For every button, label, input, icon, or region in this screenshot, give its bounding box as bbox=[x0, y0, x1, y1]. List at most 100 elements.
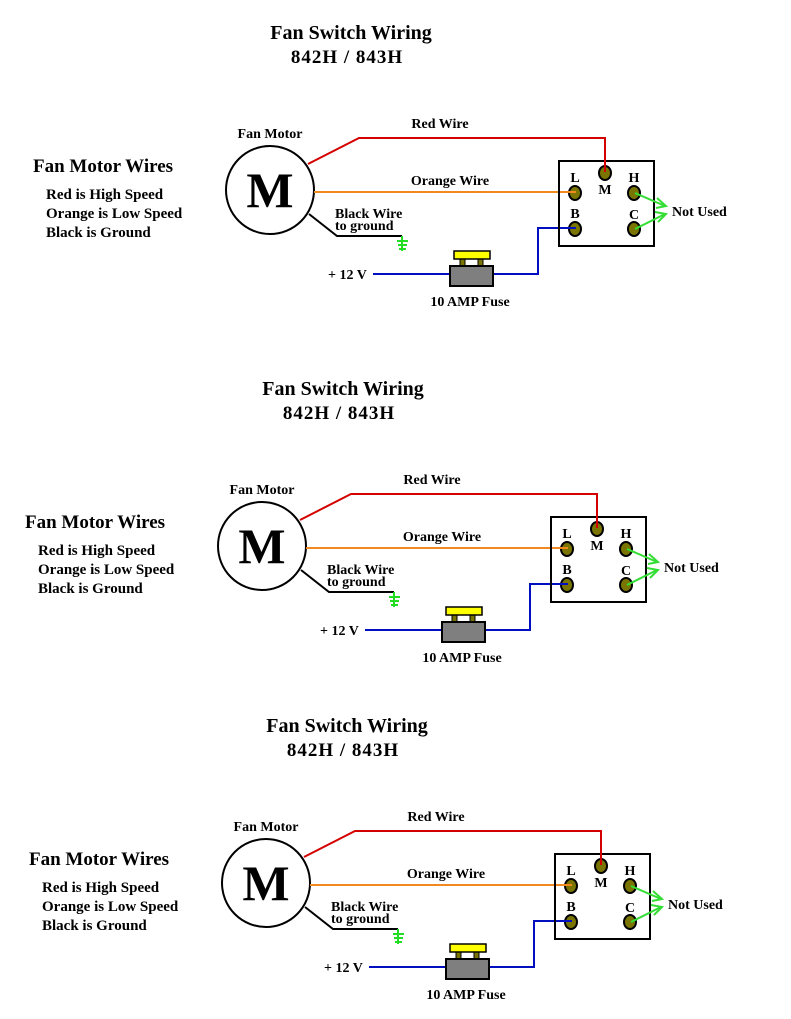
terminal-h bbox=[627, 185, 641, 201]
not-used-label: Not Used bbox=[668, 898, 723, 913]
fan-motor-label: Fan Motor bbox=[230, 483, 295, 498]
diagram-subtitle: 842H / 843H bbox=[287, 740, 399, 761]
terminal-h bbox=[619, 541, 633, 557]
wiring-panel-2: Fan Switch Wiring 842H / 843H Fan Motor Wi… bbox=[25, 378, 719, 666]
not-used-label: Not Used bbox=[672, 205, 727, 220]
blue-wire-to-switch bbox=[485, 583, 567, 631]
diagram-title: Fan Switch Wiring bbox=[262, 378, 424, 400]
fuse-label: 10 AMP Fuse bbox=[426, 988, 505, 1003]
terminal-c bbox=[619, 577, 633, 593]
fuse-label: 10 AMP Fuse bbox=[422, 651, 501, 666]
black-wire-label: to ground bbox=[331, 912, 390, 927]
fuse-icon bbox=[449, 250, 494, 287]
wiring-panel-1: Fan Switch Wiring 842H / 843H Fan Motor Wi… bbox=[33, 22, 727, 310]
terminal-m-label: M bbox=[590, 539, 603, 554]
legend-item: Red is High Speed bbox=[42, 880, 160, 896]
fuse-icon bbox=[441, 606, 486, 643]
terminal-b-label: B bbox=[570, 207, 579, 222]
fan-switch: L M H B C bbox=[558, 160, 655, 247]
supply-12v-label: + 12 V bbox=[320, 624, 359, 639]
red-wire bbox=[307, 137, 606, 172]
fan-switch: L M H B C bbox=[554, 853, 651, 940]
black-wire-label: to ground bbox=[327, 575, 386, 590]
terminal-h-label: H bbox=[625, 864, 636, 879]
wiring-panel-3: Fan Switch Wiring 842H / 843H Fan Motor Wi… bbox=[29, 715, 723, 1003]
motor-symbol: M bbox=[238, 518, 285, 574]
motor-symbol: M bbox=[246, 162, 293, 218]
terminal-c bbox=[627, 221, 641, 237]
terminal-l-label: L bbox=[570, 171, 579, 186]
diagram-subtitle: 842H / 843H bbox=[283, 403, 395, 424]
legend-heading: Fan Motor Wires bbox=[33, 156, 173, 177]
terminal-m-label: M bbox=[594, 876, 607, 891]
terminal-c-label: C bbox=[625, 901, 635, 916]
fan-motor-label: Fan Motor bbox=[238, 127, 303, 142]
legend-heading: Fan Motor Wires bbox=[29, 849, 169, 870]
red-wire-label: Red Wire bbox=[403, 473, 460, 488]
black-wire-label: Black Wire bbox=[331, 900, 398, 915]
not-used-arrows bbox=[626, 548, 661, 586]
red-wire-label: Red Wire bbox=[407, 810, 464, 825]
black-wire-label: Black Wire bbox=[335, 207, 402, 222]
terminal-b-label: B bbox=[566, 900, 575, 915]
ground-icon bbox=[389, 592, 400, 607]
terminal-c-label: C bbox=[621, 564, 631, 579]
terminal-b-label: B bbox=[562, 563, 571, 578]
fuse-icon bbox=[445, 943, 490, 980]
terminal-l-label: L bbox=[562, 527, 571, 542]
black-wire-label: to ground bbox=[335, 219, 394, 234]
motor-symbol: M bbox=[242, 855, 289, 911]
legend-item: Black is Ground bbox=[38, 581, 143, 597]
black-wire bbox=[308, 213, 402, 237]
fuse-label: 10 AMP Fuse bbox=[430, 295, 509, 310]
diagram-title: Fan Switch Wiring bbox=[270, 22, 432, 44]
terminal-h bbox=[623, 878, 637, 894]
ground-icon bbox=[397, 236, 408, 251]
terminal-l-label: L bbox=[566, 864, 575, 879]
terminal-h-label: H bbox=[621, 527, 632, 542]
legend-item: Orange is Low Speed bbox=[38, 562, 175, 578]
terminal-m-label: M bbox=[598, 183, 611, 198]
terminal-c-label: C bbox=[629, 208, 639, 223]
motor-circle bbox=[217, 501, 307, 591]
fan-switch: L M H B C bbox=[550, 516, 647, 603]
motor-circle bbox=[221, 838, 311, 928]
blue-wire-to-switch bbox=[493, 227, 575, 275]
terminal-c bbox=[623, 914, 637, 930]
legend-item: Orange is Low Speed bbox=[46, 206, 183, 222]
diagram-title: Fan Switch Wiring bbox=[266, 715, 428, 737]
supply-12v-label: + 12 V bbox=[328, 268, 367, 283]
legend-heading: Fan Motor Wires bbox=[25, 512, 165, 533]
terminal-h-label: H bbox=[629, 171, 640, 186]
legend-item: Red is High Speed bbox=[46, 187, 164, 203]
not-used-arrows bbox=[634, 192, 669, 230]
fan-motor-label: Fan Motor bbox=[234, 820, 299, 835]
legend-item: Black is Ground bbox=[46, 225, 151, 241]
legend-item: Black is Ground bbox=[42, 918, 147, 934]
orange-wire-label: Orange Wire bbox=[407, 867, 485, 882]
not-used-label: Not Used bbox=[664, 561, 719, 576]
black-wire-label: Black Wire bbox=[327, 563, 394, 578]
red-wire bbox=[303, 830, 602, 865]
supply-12v-label: + 12 V bbox=[324, 961, 363, 976]
legend-item: Orange is Low Speed bbox=[42, 899, 179, 915]
motor-circle bbox=[225, 145, 315, 235]
red-wire-label: Red Wire bbox=[411, 117, 468, 132]
red-wire bbox=[299, 493, 598, 528]
ground-icon bbox=[393, 929, 404, 944]
black-wire bbox=[304, 906, 398, 930]
orange-wire-label: Orange Wire bbox=[403, 530, 481, 545]
legend-item: Red is High Speed bbox=[38, 543, 156, 559]
orange-wire-label: Orange Wire bbox=[411, 174, 489, 189]
black-wire bbox=[300, 569, 394, 593]
not-used-arrows bbox=[630, 885, 665, 923]
blue-wire-to-switch bbox=[489, 920, 571, 968]
diagram-subtitle: 842H / 843H bbox=[291, 47, 403, 68]
